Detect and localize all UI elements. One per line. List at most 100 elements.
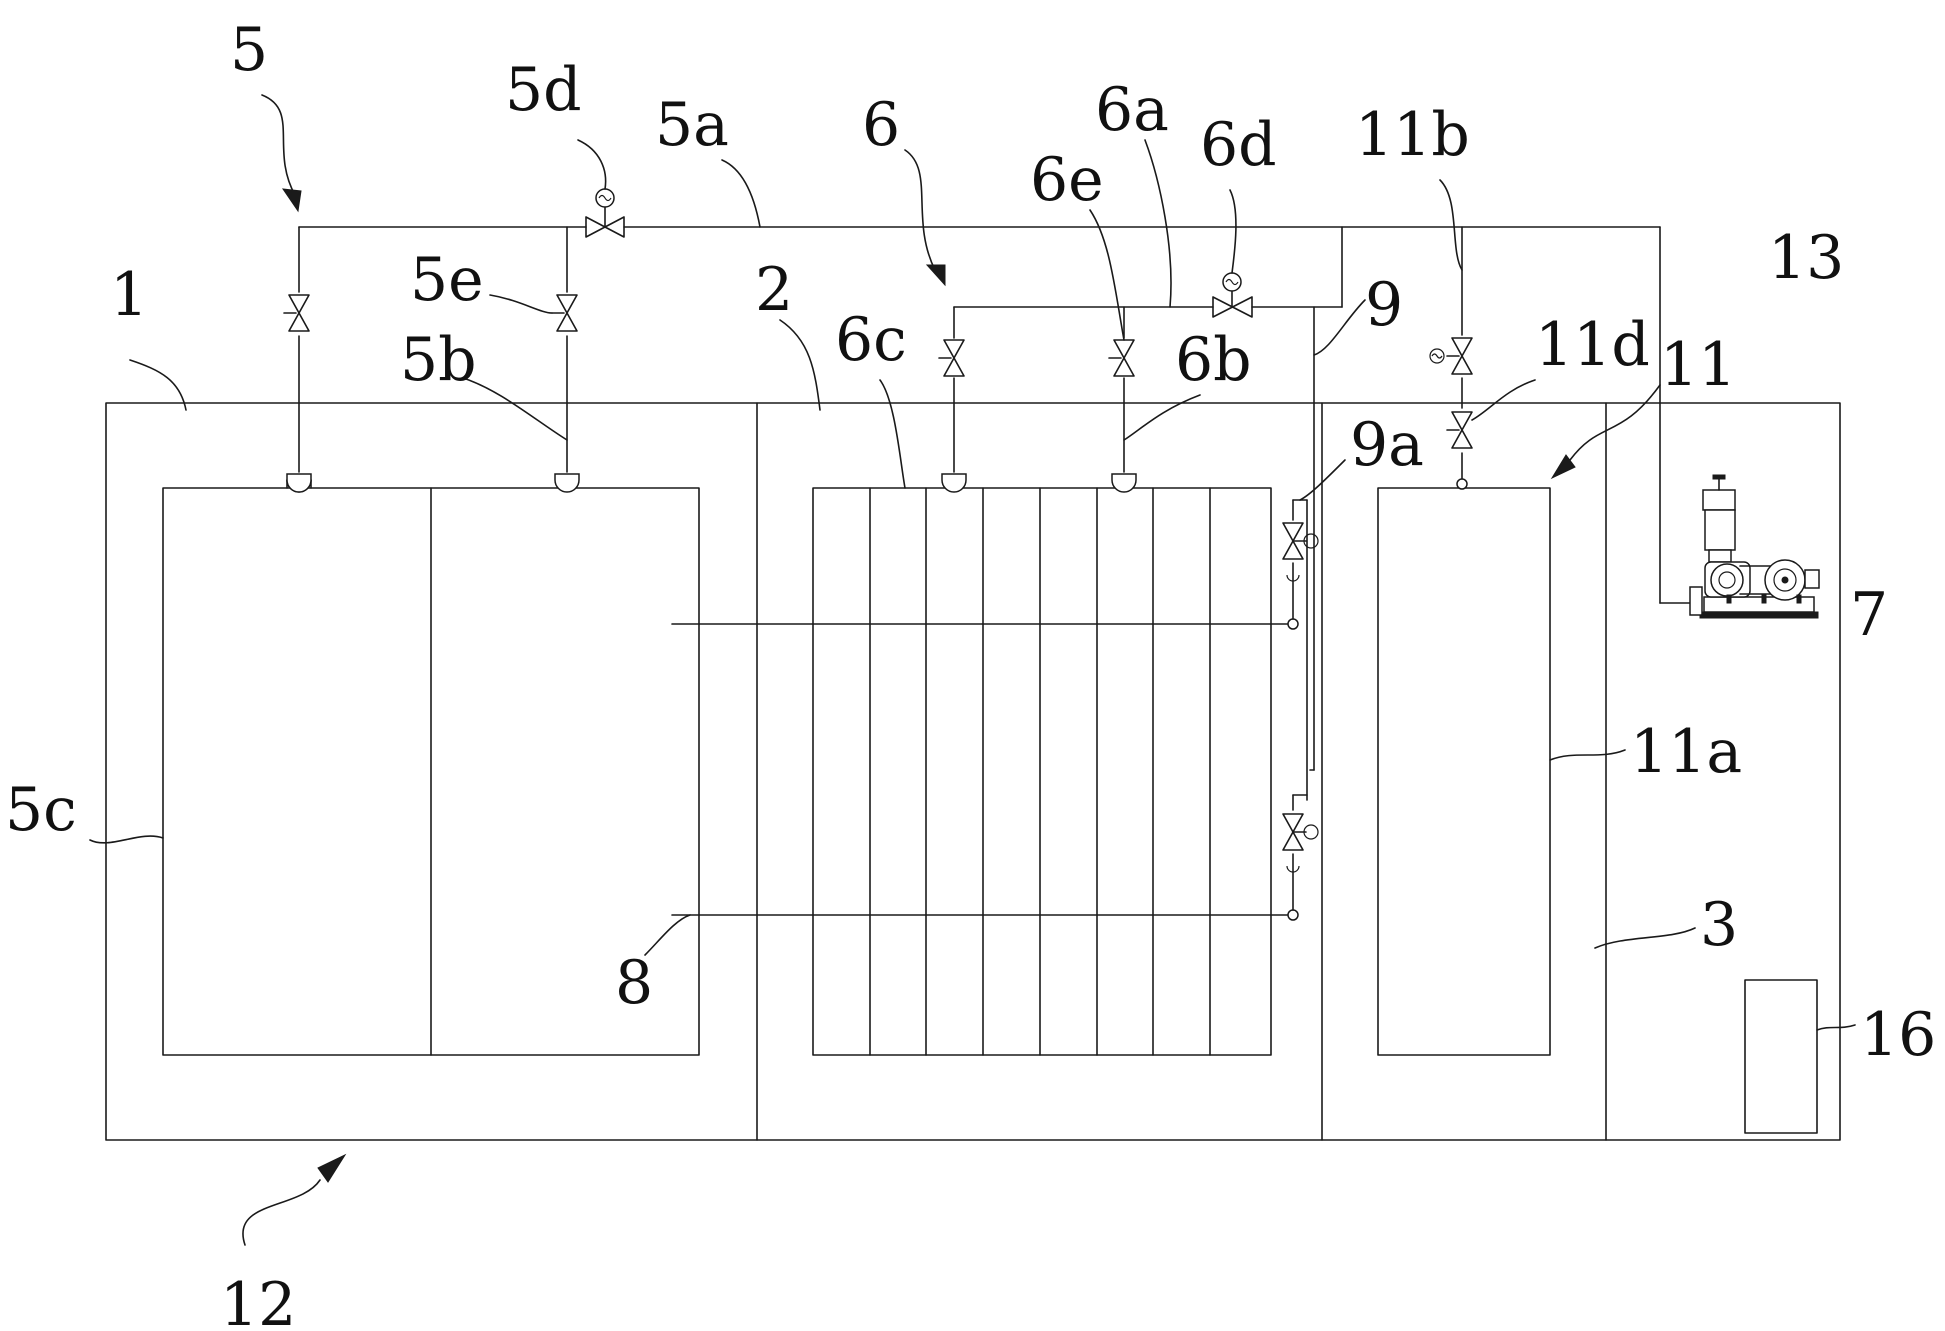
leader-lines bbox=[89, 94, 1856, 1246]
valve-icon bbox=[283, 294, 310, 332]
leader-5e bbox=[489, 294, 553, 314]
label-8: 8 bbox=[615, 948, 653, 1018]
blower-foot bbox=[1726, 594, 1732, 604]
leader-3 bbox=[1594, 927, 1696, 949]
label-11a: 11a bbox=[1630, 717, 1742, 787]
leader-2 bbox=[779, 319, 821, 411]
label-5d: 5d bbox=[505, 55, 582, 125]
leader-11d bbox=[1471, 379, 1536, 421]
leader-6b bbox=[1123, 394, 1201, 441]
leader-5c bbox=[89, 835, 164, 844]
arrow-6-icon bbox=[925, 264, 946, 287]
blower-foot bbox=[1761, 594, 1767, 604]
label-5b: 5b bbox=[400, 325, 477, 395]
valve-6e-icon bbox=[1108, 339, 1135, 377]
label-11d: 11d bbox=[1535, 310, 1650, 380]
blower-inlet bbox=[1689, 586, 1703, 616]
label-6: 6 bbox=[862, 90, 900, 160]
leader-9 bbox=[1313, 299, 1366, 356]
leader-6d bbox=[1229, 189, 1237, 274]
tank-body bbox=[105, 402, 1841, 1141]
pipe-end bbox=[1287, 618, 1299, 630]
leader-6e bbox=[1089, 209, 1125, 341]
leader-11b bbox=[1439, 179, 1463, 271]
air-pipe-network bbox=[298, 226, 1691, 911]
valve-icon bbox=[1446, 337, 1473, 375]
label-6c: 6c bbox=[835, 305, 907, 375]
blower-motor bbox=[1704, 509, 1736, 551]
label-9a: 9a bbox=[1350, 410, 1424, 480]
membrane-frame bbox=[812, 487, 1272, 1056]
leader-6 bbox=[904, 149, 936, 271]
leader-1 bbox=[129, 359, 187, 411]
blower-7-icon bbox=[1689, 474, 1820, 619]
blower-foot bbox=[1796, 594, 1802, 604]
arrow-5-icon bbox=[281, 188, 302, 213]
arrow-12-icon bbox=[317, 1153, 347, 1183]
label-7: 7 bbox=[1850, 580, 1888, 650]
solenoid-valve-6d-icon bbox=[1212, 272, 1253, 318]
valve-11d-icon bbox=[1446, 411, 1473, 449]
diffuser-cap-body bbox=[941, 473, 967, 493]
valve-5e-icon bbox=[551, 294, 578, 332]
diffuser-cap-body bbox=[286, 473, 312, 493]
valve-icon bbox=[938, 339, 965, 377]
leader-5a bbox=[721, 159, 761, 228]
flow-indicator-icon bbox=[1429, 348, 1445, 364]
label-6e: 6e bbox=[1030, 145, 1104, 215]
blower-pulley-hub bbox=[1718, 571, 1736, 589]
blower-motor-neck bbox=[1708, 549, 1732, 563]
connector-icon bbox=[1286, 574, 1300, 582]
leader-5d bbox=[577, 139, 607, 190]
pipe-end bbox=[1287, 909, 1299, 921]
blower-motor-cap bbox=[1702, 489, 1736, 511]
label-16: 16 bbox=[1860, 1000, 1936, 1070]
label-3: 3 bbox=[1700, 890, 1738, 960]
label-6a: 6a bbox=[1095, 75, 1169, 145]
label-6d: 6d bbox=[1200, 110, 1277, 180]
solenoid-valve-5d-icon bbox=[585, 188, 625, 238]
flow-indicator-icon bbox=[1431, 353, 1443, 359]
leader-11a bbox=[1549, 749, 1626, 761]
module-11a bbox=[1377, 487, 1551, 1056]
valve-9a-lower-icon bbox=[1282, 813, 1319, 851]
compartment-1-modules bbox=[162, 487, 700, 1056]
leader-6a bbox=[1144, 139, 1172, 308]
label-6b: 6b bbox=[1175, 325, 1252, 395]
leader-11 bbox=[1569, 384, 1661, 461]
leader-9a bbox=[1299, 459, 1346, 501]
blower-pulley bbox=[1710, 563, 1744, 597]
manual-valves bbox=[283, 294, 1473, 873]
label-5: 5 bbox=[230, 15, 268, 85]
label-13: 13 bbox=[1768, 223, 1844, 293]
control-box-16 bbox=[1744, 979, 1818, 1134]
label-5e: 5e bbox=[410, 245, 484, 315]
valve-9a-upper-icon bbox=[1282, 522, 1319, 560]
label-9: 9 bbox=[1365, 270, 1403, 340]
label-5a: 5a bbox=[655, 90, 729, 160]
label-11b: 11b bbox=[1355, 100, 1470, 170]
diffuser-caps bbox=[286, 473, 1468, 493]
compartment-2-membrane-modules bbox=[812, 487, 1272, 1056]
label-1: 1 bbox=[110, 260, 148, 330]
diffuser-cap-body bbox=[554, 473, 580, 493]
label-12: 12 bbox=[220, 1270, 296, 1331]
leader-12 bbox=[242, 1179, 321, 1246]
label-11: 11 bbox=[1660, 330, 1736, 400]
blower-outlet bbox=[1804, 569, 1820, 589]
connector-icon bbox=[1286, 865, 1300, 873]
blower-drive-motor bbox=[1781, 576, 1789, 584]
label-5c: 5c bbox=[5, 775, 77, 845]
blower-drive-motor bbox=[1773, 568, 1797, 592]
suction-pipes-8 bbox=[671, 618, 1299, 921]
reference-labels: 5 5d 5a 6 6a 6d 6e 11b 13 1 5e 2 5b 6c 6… bbox=[5, 15, 1936, 1331]
diffuser-cap-body bbox=[1111, 473, 1137, 493]
leader-5b bbox=[462, 377, 568, 441]
arrow-11-icon bbox=[1550, 454, 1576, 480]
tank-outer-wall bbox=[105, 402, 1841, 1141]
leader-8 bbox=[644, 914, 691, 956]
diffuser-cap-small bbox=[1456, 478, 1468, 490]
blower-motor-top bbox=[1712, 474, 1726, 480]
leader-5 bbox=[261, 94, 296, 196]
